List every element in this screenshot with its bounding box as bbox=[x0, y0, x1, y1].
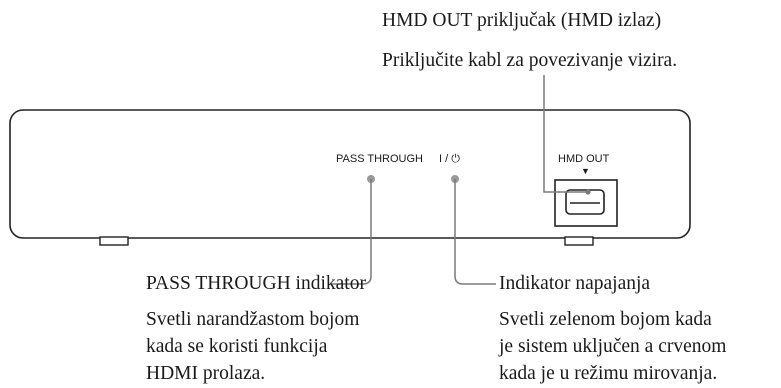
hmd-out-callout-description: Priključite kabl za povezivanje vizira. bbox=[382, 50, 678, 71]
power-callout-line-2: je sistem uključen a crvenom bbox=[499, 336, 727, 357]
power-leader-line bbox=[454, 179, 496, 285]
power-callout-line-1: Svetli zelenom bojom kada bbox=[499, 309, 712, 330]
device-body bbox=[9, 109, 691, 239]
pass-through-callout-title: PASS THROUGH indikator bbox=[146, 273, 366, 294]
hmd-out-panel-label: HMD OUT bbox=[558, 153, 610, 165]
power-callout-line-3: kada je u režimu mirovanja. bbox=[499, 363, 718, 384]
power-panel-label: I / ⏻ bbox=[439, 153, 460, 165]
pass-through-leader-line bbox=[332, 179, 372, 285]
device-foot-left bbox=[99, 236, 129, 246]
hmd-out-port-socket bbox=[565, 189, 605, 215]
hmd-out-leader-line bbox=[543, 75, 588, 193]
pass-through-callout-line-3: HDMI prolaza. bbox=[146, 363, 266, 384]
hmd-out-callout-title: HMD OUT priključak (HMD izlaz) bbox=[382, 10, 662, 31]
pass-through-panel-label: PASS THROUGH bbox=[336, 153, 423, 165]
power-callout-title: Indikator napajanja bbox=[499, 273, 651, 294]
pass-through-callout-line-2: kada se koristi funkcija bbox=[146, 336, 328, 357]
pass-through-callout-line-1: Svetli narandžastom bojom bbox=[146, 309, 360, 330]
device-foot-right bbox=[564, 236, 594, 246]
hmd-out-arrow-icon: ▼ bbox=[581, 166, 590, 176]
